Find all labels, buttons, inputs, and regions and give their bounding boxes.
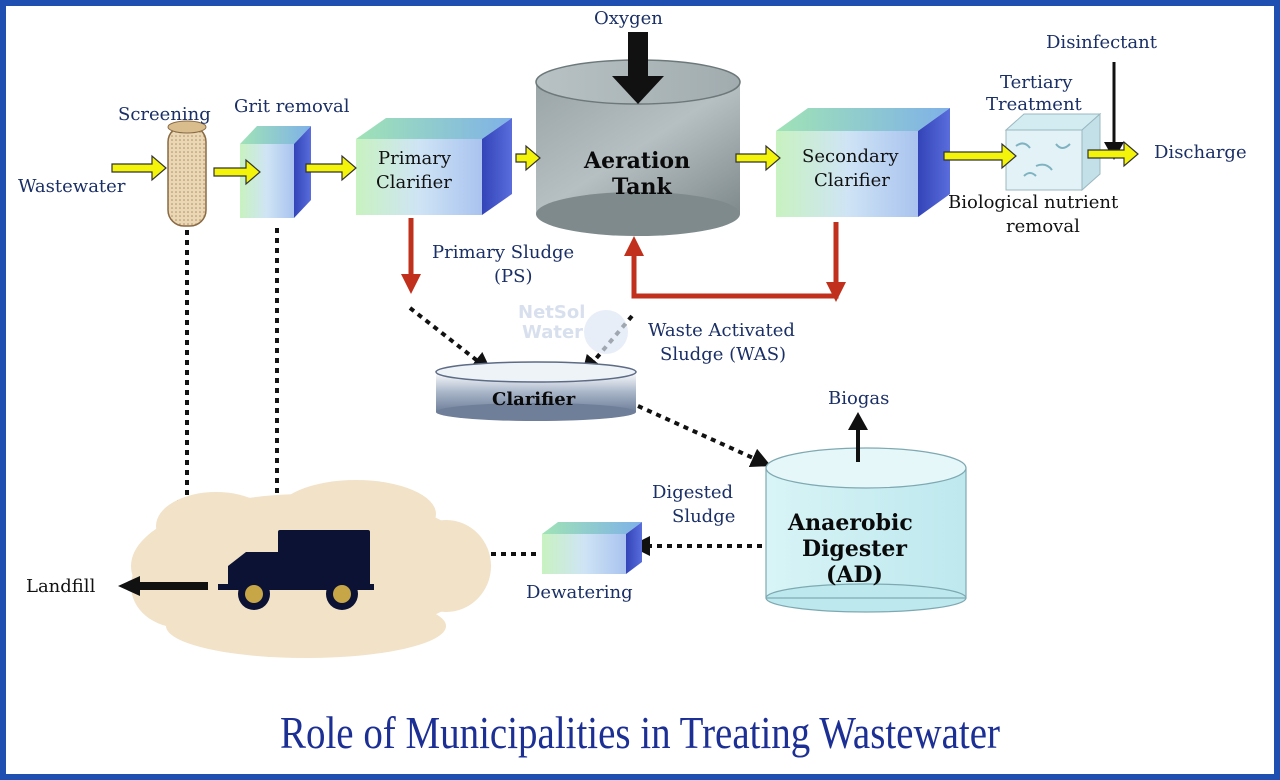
label-oxygen: Oxygen: [594, 8, 663, 29]
label-grit-removal: Grit removal: [234, 96, 350, 117]
tertiary-treatment-unit: [1004, 112, 1102, 192]
label-ad-1: Anaerobic: [787, 510, 913, 536]
label-primary-clarifier-1: Primary: [378, 148, 452, 169]
watermark-line2: Water: [522, 322, 583, 343]
page-title: Role of Municipalities in Treating Waste…: [280, 707, 1000, 758]
dewatering-unit: [542, 522, 642, 574]
label-secondary-clarifier-2: Clarifier: [814, 170, 890, 191]
label-primary-sludge-1: Primary Sludge: [432, 242, 574, 263]
flow-arrow-grit-primary: [305, 154, 357, 182]
label-bnr-2: removal: [1006, 216, 1080, 237]
label-digested-2: Sludge: [672, 506, 735, 527]
label-digested-1: Digested: [652, 482, 733, 503]
label-dewatering: Dewatering: [526, 582, 633, 603]
label-biogas: Biogas: [828, 388, 889, 409]
label-landfill: Landfill: [26, 576, 96, 597]
label-screening: Screening: [118, 104, 211, 125]
label-disinfectant: Disinfectant: [1046, 32, 1158, 53]
ps-to-clarifier-path: [408, 306, 492, 373]
process-flow-diagram: NetSol Water Oxygen Disinfectant Screeni…: [18, 8, 1247, 758]
label-tertiary-1: Tertiary: [1000, 72, 1073, 93]
primary-clarifier-unit: [356, 118, 512, 215]
flow-arrow-primary-aeration: [515, 144, 541, 172]
label-clarifier: Clarifier: [492, 389, 576, 410]
flow-arrows: [111, 140, 1139, 186]
flow-arrow-secondary-tertiary: [943, 142, 1017, 170]
diagram-canvas: NetSol Water Oxygen Disinfectant Screeni…: [6, 6, 1274, 774]
label-primary-clarifier-2: Clarifier: [376, 172, 452, 193]
biogas-arrow: [848, 412, 868, 462]
label-aeration-1: Aeration: [583, 148, 690, 174]
disinfectant-arrow: [1104, 62, 1124, 160]
watermark-logo: NetSol Water: [518, 302, 628, 354]
watermark-line1: NetSol: [518, 302, 585, 323]
label-ad-2: Digester: [802, 536, 907, 562]
label-secondary-clarifier-1: Secondary: [802, 146, 899, 167]
label-discharge: Discharge: [1154, 142, 1247, 163]
label-wastewater: Wastewater: [18, 176, 126, 197]
label-aeration-2: Tank: [612, 174, 673, 200]
sludge-clarifier-unit: [435, 361, 637, 421]
flow-arrow-discharge: [1087, 140, 1139, 168]
truck-icon: [218, 530, 374, 610]
was-return-line: [624, 222, 839, 299]
secondary-clarifier-unit: [776, 108, 950, 217]
label-ad-3: (AD): [826, 562, 883, 588]
clarifier-to-ad-path: [637, 404, 772, 467]
label-was-2: Sludge (WAS): [660, 344, 786, 365]
label-bnr-1: Biological nutrient: [948, 192, 1119, 213]
flow-arrow-aeration-secondary: [735, 144, 781, 172]
screening-unit: [167, 120, 207, 227]
oxygen-arrow: [612, 32, 664, 104]
label-was-1: Waste Activated: [648, 320, 795, 341]
flow-arrow-screen-grit: [213, 158, 261, 186]
landfill-arrow: [118, 576, 208, 596]
flow-arrow-wastewater: [111, 154, 167, 182]
anaerobic-digester-unit: [765, 447, 967, 613]
label-primary-sludge-2: (PS): [494, 266, 533, 287]
label-tertiary-2: Treatment: [986, 94, 1083, 115]
sludge-lines: [401, 218, 846, 302]
